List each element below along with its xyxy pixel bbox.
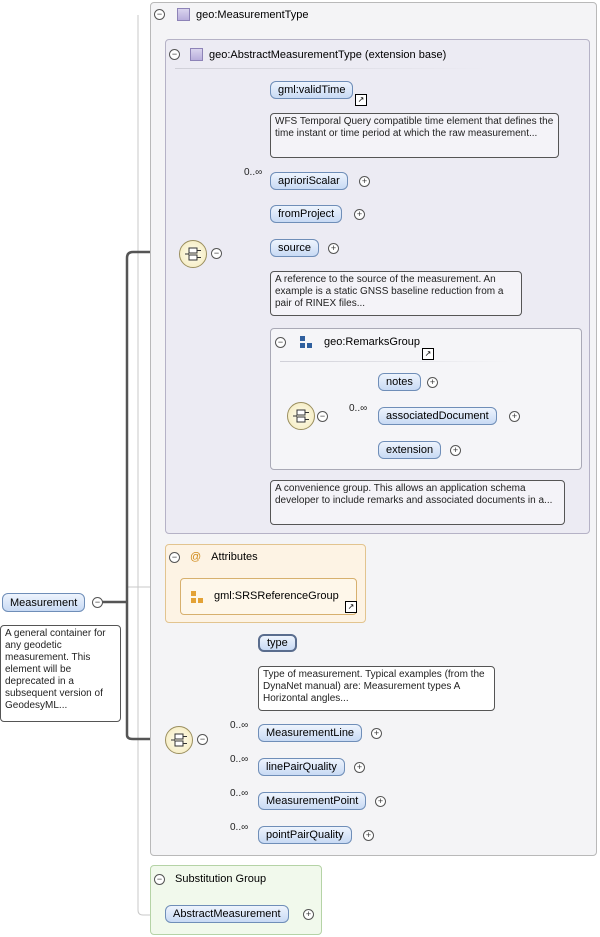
occurrence-label: 0..∞ — [230, 822, 249, 833]
collapse-icon[interactable]: − — [211, 248, 222, 259]
sequence-glyph — [293, 409, 309, 423]
expand-icon[interactable]: + — [427, 377, 438, 388]
element-label: gml:validTime — [278, 84, 346, 96]
measurement-annotation: A general container for any geodetic mea… — [0, 625, 121, 722]
expand-icon[interactable]: + — [375, 796, 386, 807]
occurrence-label: 0..∞ — [230, 788, 249, 799]
header-divider — [280, 361, 510, 362]
element-label: MeasurementLine — [266, 727, 355, 739]
collapse-icon[interactable]: − — [92, 597, 103, 608]
element-label: notes — [386, 376, 413, 388]
srs-reference-group-box[interactable] — [180, 578, 357, 615]
element-extension[interactable]: extension — [378, 441, 442, 459]
element-apriori-scalar[interactable]: aprioriScalar — [270, 172, 348, 190]
element-measurement-point[interactable]: MeasurementPoint — [258, 792, 367, 810]
complex-type-icon — [190, 48, 203, 61]
expand-icon[interactable]: + — [371, 728, 382, 739]
expand-icon[interactable]: + — [359, 176, 370, 187]
element-label: associatedDocument — [386, 410, 489, 422]
abstract-type-header: − geo:AbstractMeasurementType (extension… — [169, 48, 446, 61]
collapse-icon[interactable]: − — [169, 551, 180, 563]
reference-link-icon[interactable]: ↗ — [422, 348, 434, 360]
remarks-group-annotation: A convenience group. This allows an appl… — [270, 480, 565, 525]
element-valid-time[interactable]: gml:validTime — [270, 81, 354, 99]
element-label: source — [278, 242, 312, 254]
element-line-pair-quality[interactable]: linePairQuality — [258, 758, 345, 776]
type-annotation: Type of measurement. Typical examples (f… — [258, 666, 495, 711]
expand-icon[interactable]: + — [303, 909, 314, 920]
srs-reference-group-label: gml:SRSReferenceGroup — [214, 590, 339, 602]
measurement-type-title: geo:MeasurementType — [196, 8, 309, 21]
group-icon — [300, 336, 312, 348]
element-from-project[interactable]: fromProject — [270, 205, 343, 223]
attributes-title: Attributes — [211, 551, 258, 563]
element-source[interactable]: source — [270, 239, 320, 257]
element-point-pair-quality[interactable]: pointPairQuality — [258, 826, 352, 844]
occurrence-label: 0..∞ — [230, 754, 249, 765]
substitution-group-title: Substitution Group — [175, 873, 267, 885]
attribute-at-icon: @ — [190, 551, 202, 563]
element-label: fromProject — [278, 208, 335, 220]
attributes-header: − @ Attributes — [169, 551, 258, 563]
abstract-type-title: geo:AbstractMeasurementType (extension b… — [209, 48, 447, 61]
element-measurement-line[interactable]: MeasurementLine — [258, 724, 363, 742]
header-divider — [175, 68, 485, 69]
collapse-icon[interactable]: − — [154, 9, 165, 20]
expand-icon[interactable]: + — [509, 411, 520, 422]
collapse-icon[interactable]: − — [169, 49, 180, 60]
element-label: MeasurementPoint — [266, 795, 359, 807]
element-associated-document[interactable]: associatedDocument — [378, 407, 497, 425]
remarks-group-header: − geo:RemarksGroup — [275, 336, 420, 348]
element-label: aprioriScalar — [278, 175, 340, 187]
valid-time-annotation: WFS Temporal Query compatible time eleme… — [270, 113, 559, 158]
element-type[interactable]: type — [258, 634, 297, 652]
element-label: pointPairQuality — [266, 829, 344, 841]
sequence-compositor-icon[interactable] — [287, 402, 315, 430]
collapse-icon[interactable]: − — [275, 336, 286, 348]
occurrence-label: 0..∞ — [349, 403, 368, 414]
reference-link-icon[interactable]: ↗ — [345, 601, 357, 613]
sequence-compositor-icon[interactable] — [165, 726, 193, 754]
collapse-icon[interactable]: − — [154, 873, 165, 885]
attribute-group-icon — [191, 591, 203, 603]
expand-icon[interactable]: + — [354, 209, 365, 220]
remarks-group-title: geo:RemarksGroup — [324, 336, 420, 348]
expand-icon[interactable]: + — [354, 762, 365, 773]
element-label: linePairQuality — [266, 761, 337, 773]
element-notes[interactable]: notes — [378, 373, 421, 391]
measurement-type-header: − geo:MeasurementType — [154, 8, 309, 21]
substitution-group-header: − Substitution Group — [154, 873, 266, 885]
sequence-compositor-icon[interactable] — [179, 240, 207, 268]
sequence-glyph — [171, 733, 187, 747]
source-annotation: A reference to the source of the measure… — [270, 271, 522, 316]
substitution-group-box — [150, 865, 322, 935]
occurrence-label: 0..∞ — [230, 720, 249, 731]
collapse-icon[interactable]: − — [317, 411, 328, 422]
element-label: extension — [386, 444, 434, 456]
expand-icon[interactable]: + — [450, 445, 461, 456]
occurrence-label: 0..∞ — [244, 167, 263, 178]
reference-link-icon[interactable]: ↗ — [355, 94, 367, 106]
element-abstract-measurement[interactable]: AbstractMeasurement — [165, 905, 289, 923]
complex-type-icon — [177, 8, 190, 21]
expand-icon[interactable]: + — [363, 830, 374, 841]
element-label: Measurement — [10, 596, 78, 609]
element-measurement-root[interactable]: Measurement — [2, 593, 86, 612]
sequence-glyph — [185, 247, 201, 261]
collapse-icon[interactable]: − — [197, 734, 208, 745]
element-label: type — [267, 637, 288, 649]
expand-icon[interactable]: + — [328, 243, 339, 254]
element-label: AbstractMeasurement — [173, 908, 281, 920]
